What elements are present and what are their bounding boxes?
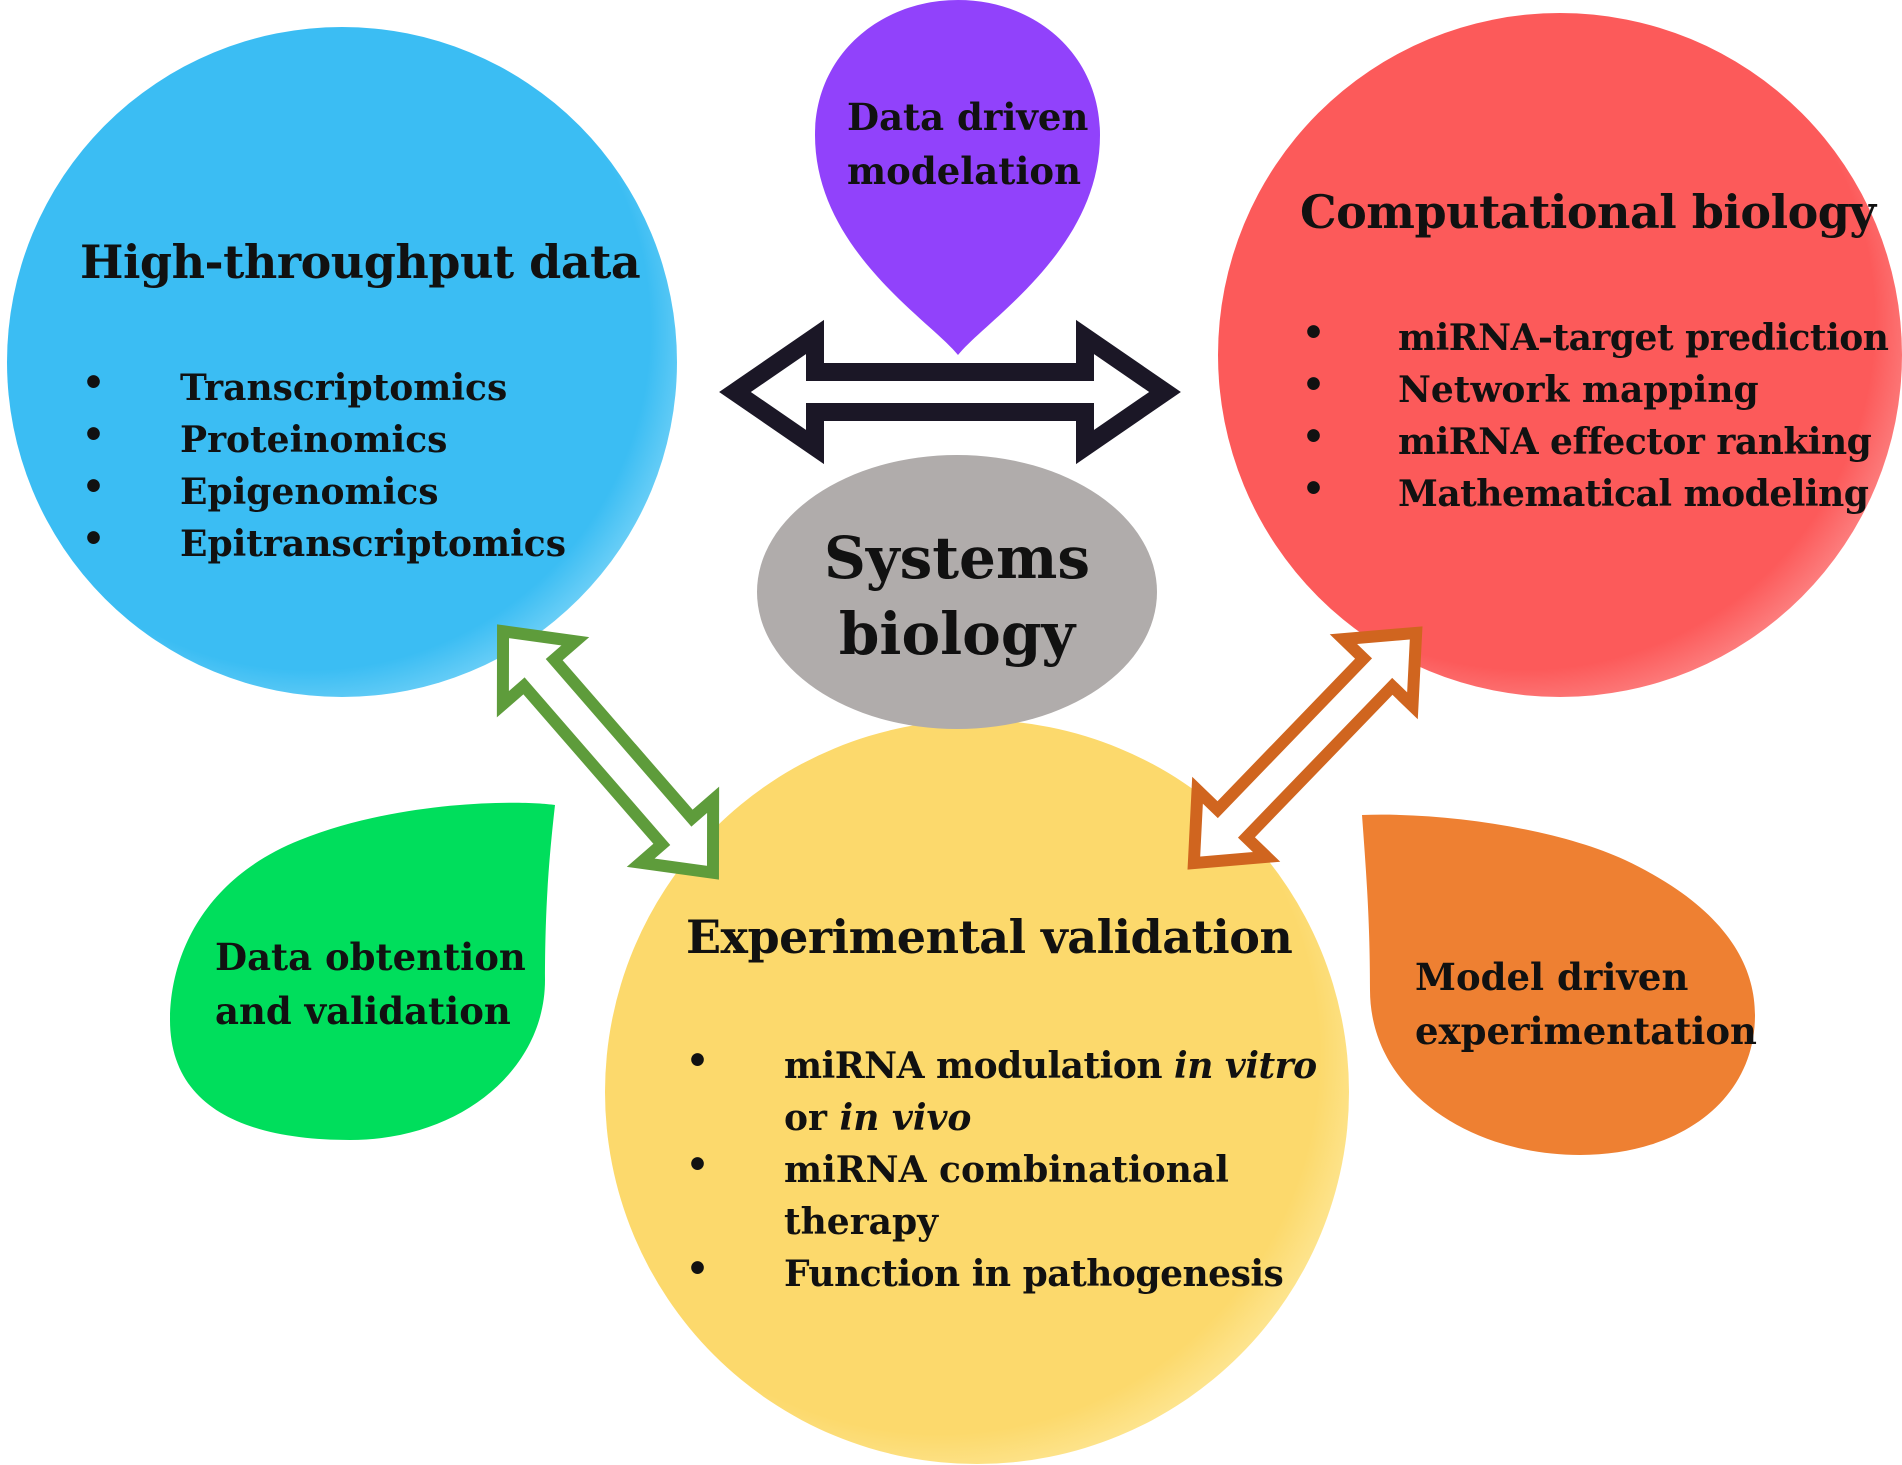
model-driven-label: Model driven experimentation [1415, 950, 1757, 1058]
model-driven-line1: Model driven [1415, 955, 1689, 999]
bullet: • [686, 1040, 710, 1082]
high-throughput-circle [7, 27, 677, 697]
green-double-arrow [496, 624, 720, 880]
list-item: Network mapping [1398, 369, 1759, 411]
list-item: Epitranscriptomics [180, 523, 566, 565]
list-item: miRNA effector ranking [1398, 421, 1872, 463]
list-item: Proteinomics [180, 419, 448, 461]
orange-double-arrow [1187, 626, 1423, 870]
experimental-validation-title: Experimental validation [686, 910, 1293, 964]
list-item: miRNA modulation in vitro [784, 1040, 1317, 1092]
bullet: • [82, 518, 106, 560]
item-text: miRNA modulation [784, 1045, 1163, 1087]
bullet: • [1302, 312, 1326, 354]
systems-biology-label: Systems biology [807, 520, 1107, 672]
bullet: • [1302, 468, 1326, 510]
list-item: Function in pathogenesis [784, 1253, 1284, 1295]
data-obtention-label: Data obtention and validation [215, 930, 526, 1038]
list-item: miRNA-target prediction [1398, 317, 1889, 359]
data-obtention-line2: and validation [215, 989, 511, 1033]
item-text: or [784, 1097, 827, 1139]
list-item: Epigenomics [180, 471, 439, 513]
computational-biology-title: Computational biology [1300, 185, 1876, 239]
bullet: • [1302, 364, 1326, 406]
horizontal-double-arrow [719, 319, 1181, 465]
bullet: • [1302, 416, 1326, 458]
model-driven-line2: experimentation [1415, 1009, 1757, 1053]
item-italic: in vivo [839, 1097, 972, 1139]
data-driven-line2: modelation [847, 149, 1081, 193]
bullet: • [82, 466, 106, 508]
data-obtention-line1: Data obtention [215, 935, 526, 979]
list-item: miRNA combinational [784, 1149, 1229, 1191]
data-driven-label: Data driven modelation [847, 90, 1088, 198]
experimental-validation-circle [605, 720, 1349, 1464]
systems-biology-line1: Systems [824, 524, 1090, 592]
bullet: • [686, 1248, 710, 1290]
model-driven-drop [1362, 814, 1755, 1155]
bullet: • [686, 1144, 710, 1186]
list-item: Transcriptomics [180, 367, 508, 409]
list-item-continued: therapy [784, 1201, 939, 1243]
bullet: • [82, 414, 106, 456]
data-driven-line1: Data driven [847, 95, 1089, 139]
high-throughput-title: High-throughput data [80, 235, 641, 289]
computational-biology-circle [1218, 13, 1902, 697]
data-driven-drop [815, 0, 1100, 355]
list-item-continued: or in vivo [784, 1092, 971, 1144]
list-item: Mathematical modeling [1398, 473, 1869, 515]
bullet: • [82, 362, 106, 404]
item-italic: in vitro [1174, 1045, 1317, 1087]
systems-biology-line2: biology [838, 600, 1076, 668]
data-obtention-drop [170, 802, 555, 1140]
systems-biology-ellipse [757, 455, 1157, 729]
